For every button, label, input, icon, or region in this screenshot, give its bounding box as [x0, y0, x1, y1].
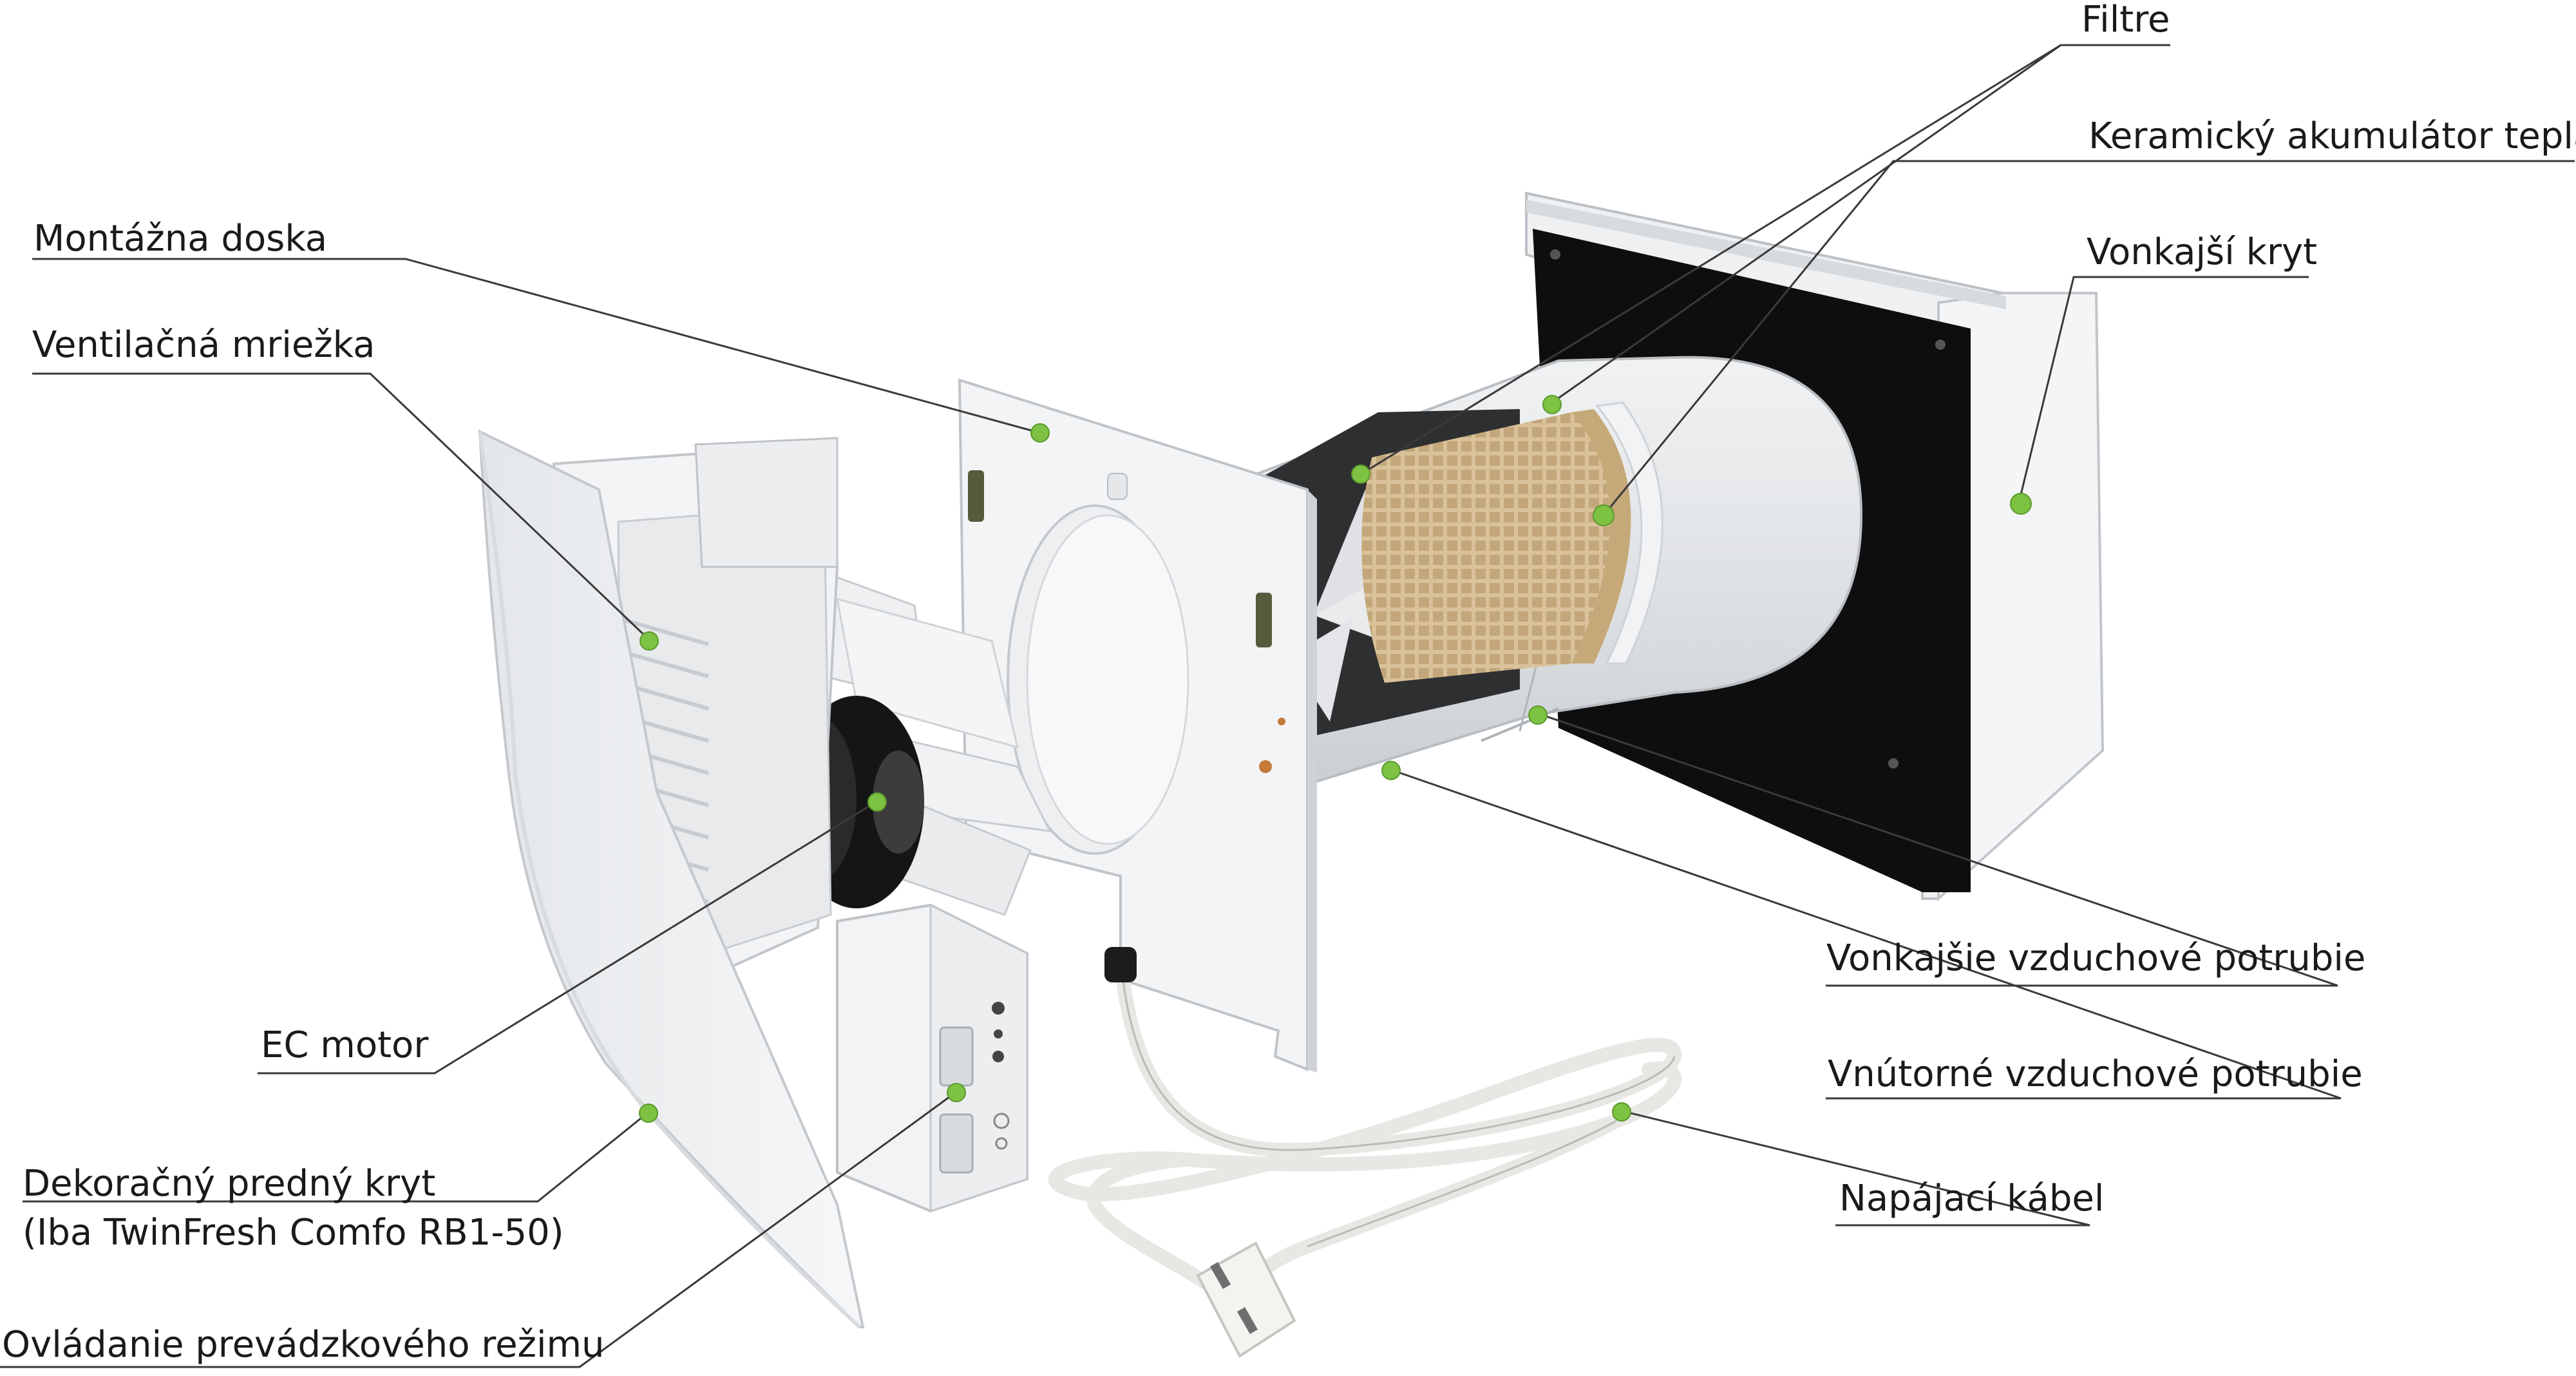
dot-filtre-outer	[1351, 464, 1370, 484]
dot-filtre-inner	[1542, 395, 1562, 414]
leader-dekoracny	[23, 1112, 648, 1203]
label-vonkajsie-potrubie: Vonkajšie vzduchové potrubie	[1826, 937, 2366, 979]
label-dekoracny-line1: Dekoračný predný kryt	[23, 1163, 436, 1205]
power-cable	[1048, 950, 1682, 1308]
leader-montazna	[32, 258, 1041, 434]
leader-napajaci	[1622, 1110, 2090, 1227]
leader-ovladanie	[0, 1091, 957, 1368]
label-vnutorne-potrubie: Vnútorné vzduchové potrubie	[1828, 1053, 2363, 1095]
leader-ec-motor	[258, 801, 876, 1075]
power-plug	[1196, 1241, 1296, 1358]
label-ec-motor: EC motor	[261, 1024, 429, 1066]
callout-dots	[639, 395, 2032, 1123]
label-ventilacna-mriezka: Ventilačná mriežka	[32, 324, 375, 366]
leader-vnutorne	[1390, 769, 2342, 1100]
dot-ventilacna	[639, 631, 659, 651]
leader-lines	[0, 44, 2575, 1368]
dot-vonkajsie	[1528, 705, 1548, 725]
label-keramicky-akumulator: Keramický akumulátor tepla	[2088, 115, 2576, 157]
leader-filtre-b	[1361, 44, 2061, 475]
dot-vnutorne	[1381, 761, 1401, 780]
dot-ovladanie	[947, 1083, 966, 1102]
label-filtre: Filtre	[2081, 0, 2170, 41]
label-ovladanie: Ovládanie prevádzkového režimu	[2, 1324, 605, 1366]
leader-ventilacna	[32, 372, 652, 642]
dot-ec-motor	[867, 792, 887, 812]
power-cable-outline	[1119, 956, 1676, 1248]
label-vonkajsi-kryt: Vonkajší kryt	[2087, 231, 2318, 273]
leader-vonkajsi-kryt	[2018, 276, 2309, 503]
dot-dekoracny	[639, 1104, 658, 1123]
decorative-front-cover	[478, 429, 865, 1329]
leader-vonkajsie	[1542, 714, 2338, 987]
label-montazna-doska: Montážna doska	[33, 218, 328, 260]
control-module	[836, 903, 1028, 1213]
plate-round-collar	[1007, 473, 1189, 855]
label-dekoracny-kryt: Dekoračný predný kryt (Iba TwinFresh Com…	[23, 1160, 564, 1257]
label-napajaci-kabel: Napájací kábel	[1839, 1178, 2105, 1219]
dot-napajaci	[1612, 1102, 1631, 1122]
dot-vonkajsi-kryt	[2010, 493, 2032, 515]
dot-keramicky	[1593, 504, 1615, 526]
leader-keramicky	[1602, 160, 2575, 516]
dot-montazna	[1030, 423, 1050, 443]
ceramic-heat-accumulator	[1361, 401, 1663, 683]
cable-grommet	[1104, 947, 1137, 982]
label-dekoracny-line2: (Iba TwinFresh Comfo RB1-50)	[23, 1212, 564, 1254]
